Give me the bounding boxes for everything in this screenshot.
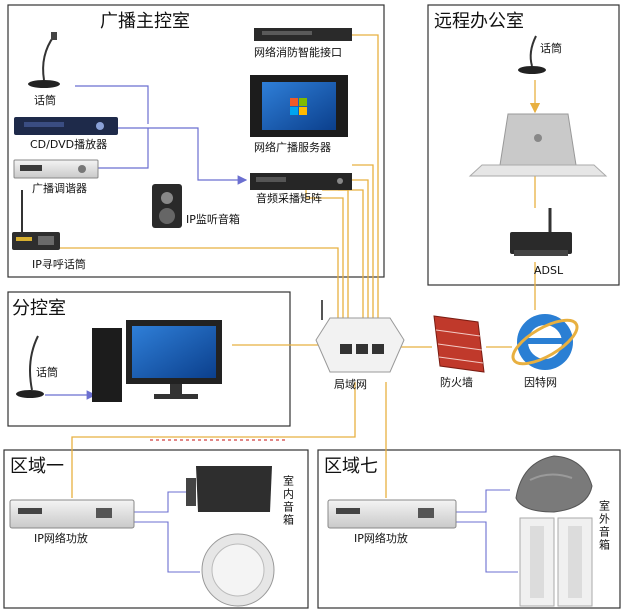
sub-control-room-title: 分控室 bbox=[12, 298, 66, 319]
zone-one-title: 区域一 bbox=[10, 456, 64, 477]
microphone-main bbox=[28, 32, 60, 88]
cd-dvd-player bbox=[14, 117, 118, 135]
main-control-room-title: 广播主控室 bbox=[100, 11, 190, 32]
broadcast-tuner-label: 广播调谐器 bbox=[32, 181, 87, 195]
remote-office-box bbox=[427, 4, 620, 286]
remote-office-title: 远程办公室 bbox=[434, 11, 524, 32]
audio-matrix-label: 音频采播矩阵 bbox=[256, 191, 322, 205]
internet-label: 因特网 bbox=[524, 375, 557, 389]
sub-control-room-box bbox=[7, 291, 291, 427]
microphone-main-label: 话筒 bbox=[34, 93, 56, 107]
speaker-wiring bbox=[134, 489, 518, 573]
microphone-sub-label: 话筒 bbox=[36, 365, 58, 379]
amplifier-zone-one-label: IP网络功放 bbox=[34, 531, 88, 545]
ip-monitor-speaker-label: IP监听音箱 bbox=[186, 212, 240, 226]
broadcast-server bbox=[250, 75, 348, 137]
firewall-label: 防火墙 bbox=[440, 375, 473, 389]
microphone-remote bbox=[518, 35, 546, 74]
broadcast-tuner bbox=[13, 159, 99, 179]
microphone-sub bbox=[16, 335, 44, 398]
zone-seven-title: 区域七 bbox=[324, 456, 378, 477]
desktop-computer bbox=[92, 320, 222, 402]
broadcast-server-label: 网络广播服务器 bbox=[254, 140, 331, 154]
adsl-label: ADSL bbox=[534, 264, 564, 277]
lan-switch bbox=[315, 300, 405, 373]
indoor-speaker-label: 室内音箱 bbox=[282, 474, 295, 527]
amplifier-zone-seven bbox=[327, 499, 457, 529]
microphone-remote-label: 话筒 bbox=[540, 41, 562, 55]
audio-lines bbox=[45, 85, 248, 400]
zone-one-box bbox=[3, 449, 309, 609]
firewall bbox=[433, 315, 485, 373]
laptop bbox=[468, 113, 608, 177]
rock-speaker-zone-seven bbox=[515, 455, 593, 513]
wall-speaker-zone-one bbox=[186, 466, 272, 512]
main-control-room-box bbox=[7, 4, 385, 278]
ip-monitor-speaker bbox=[152, 184, 182, 228]
column-speakers-zone-seven bbox=[519, 517, 593, 607]
fire-interface-label: 网络消防智能接口 bbox=[254, 45, 342, 59]
fire-interface-device bbox=[254, 28, 352, 41]
internet-icon bbox=[511, 314, 579, 370]
ip-paging-microphone-label: IP寻呼话筒 bbox=[32, 257, 86, 271]
ip-paging-microphone bbox=[12, 190, 60, 250]
zone-seven-box bbox=[317, 449, 621, 609]
cd-dvd-player-label: CD/DVD播放器 bbox=[30, 137, 107, 151]
amplifier-zone-one bbox=[9, 499, 135, 529]
adsl-modem bbox=[510, 208, 572, 256]
ceiling-speaker-zone-one bbox=[201, 533, 275, 607]
lan-label: 局域网 bbox=[334, 378, 367, 391]
audio-matrix-device bbox=[250, 173, 352, 190]
outdoor-speaker-label: 室外音箱 bbox=[598, 499, 611, 552]
amplifier-zone-seven-label: IP网络功放 bbox=[354, 531, 408, 545]
